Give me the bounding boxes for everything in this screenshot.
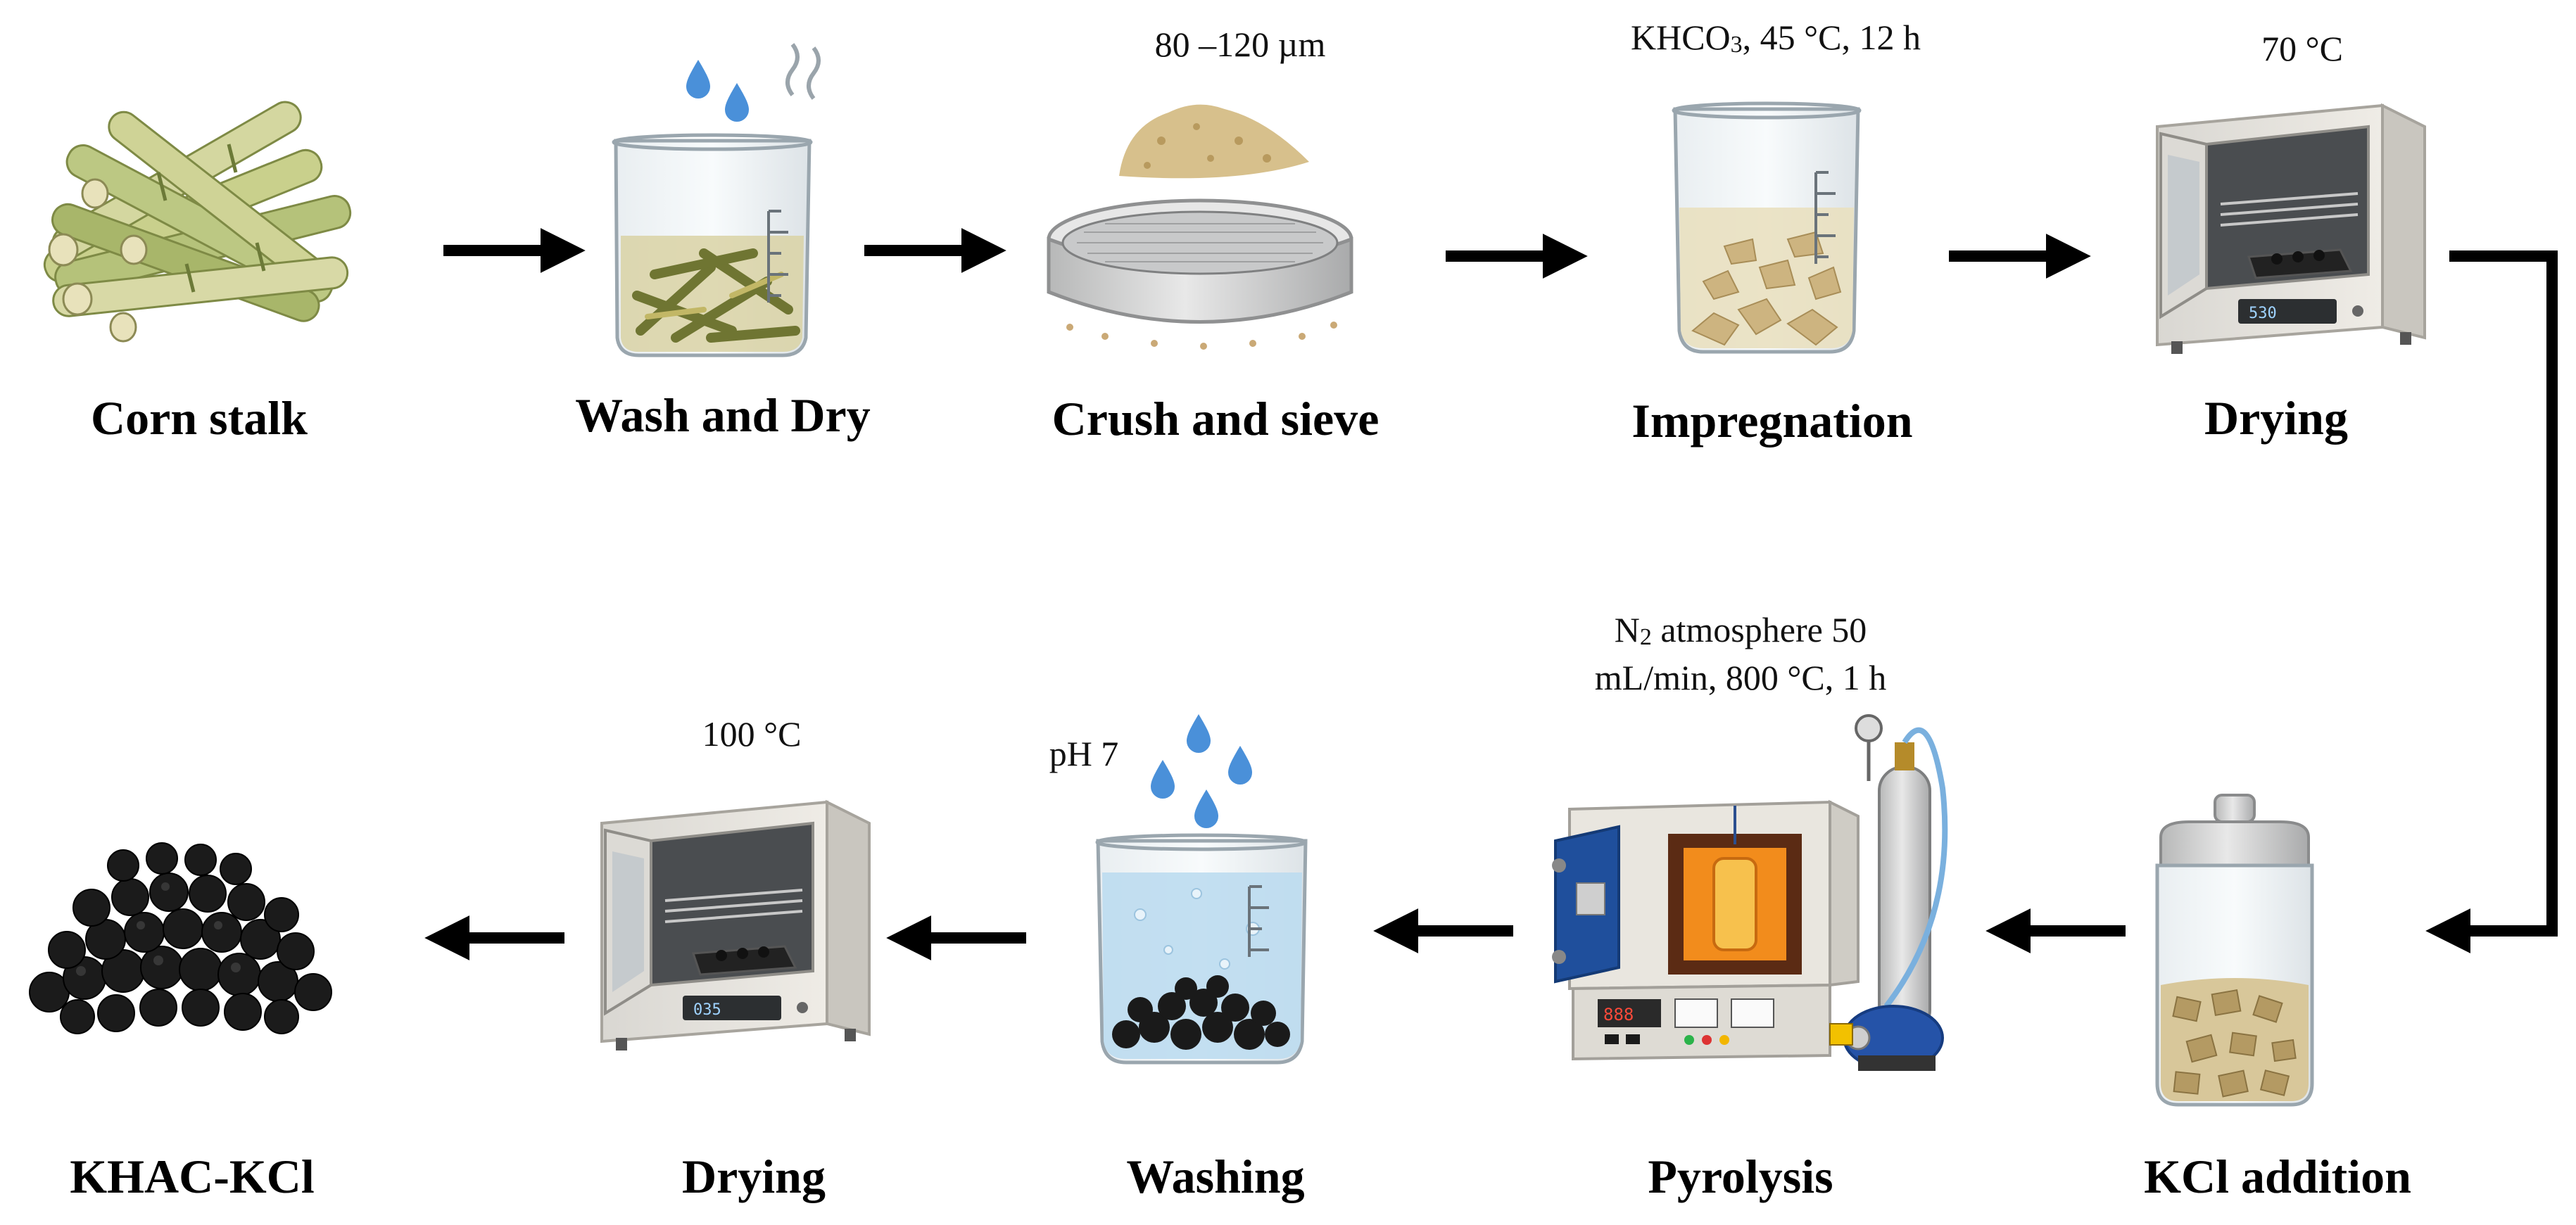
water-drop-icon [1151,760,1175,799]
note-particle-size: 80 –120 µm [1154,25,1326,64]
step-label-pyrolysis: Pyrolysis [1648,1150,1833,1203]
step-label-washing: Washing [1126,1150,1305,1203]
step-label-drying-top: Drying [2204,391,2348,445]
arrows [424,228,2558,960]
water-drop-icon [1194,789,1218,828]
note-impregnation-conditions: KHCO3, 45 °C, 12 h [1630,18,1921,58]
note-drying-temp-bottom: 100 °C [702,714,802,754]
arrow-5-elbow [2425,250,2558,953]
note-washing-ph: pH 7 [1049,734,1119,773]
kcl-jar-icon [2155,794,2314,1107]
step-label-corn-stalk: Corn stalk [91,391,308,445]
step-label-crush-and-sieve: Crush and sieve [1052,392,1379,445]
steam-icon [785,43,821,100]
step-label-wash-and-dry: Wash and Dry [575,388,871,442]
water-drop-icon [1187,714,1211,753]
svg-text:035: 035 [693,1001,721,1019]
step-label-khac-kcl: KHAC-KCl [70,1150,315,1203]
svg-text:530: 530 [2249,305,2277,322]
drying-oven-icon: 035 [600,799,871,1051]
beaker-with-stalks-icon [612,43,821,357]
step-label-drying-bottom: Drying [682,1150,826,1203]
carbon-pellets-icon [29,842,332,1034]
sieve-icon [1047,104,1353,350]
water-drop-icon [686,60,710,99]
water-drop-icon [725,83,749,122]
washing-beaker-icon [1095,714,1308,1065]
vacuum-pump-icon [1829,1005,1944,1071]
water-drop-icon [1228,746,1252,785]
impregnation-beaker-icon [1672,101,1862,354]
gas-cylinder-icon [1878,766,1931,1036]
tube-furnace-icon: 888 [1552,714,1948,1071]
step-label-kcl-addition: KCl addition [2144,1150,2411,1203]
step-label-impregnation: Impregnation [1631,394,1913,448]
note-drying-temp-top: 70 °C [2261,29,2343,68]
svg-text:888: 888 [1603,1005,1634,1024]
drying-oven-icon: 530 [2156,103,2426,354]
corn-stalk-icon [43,101,352,343]
